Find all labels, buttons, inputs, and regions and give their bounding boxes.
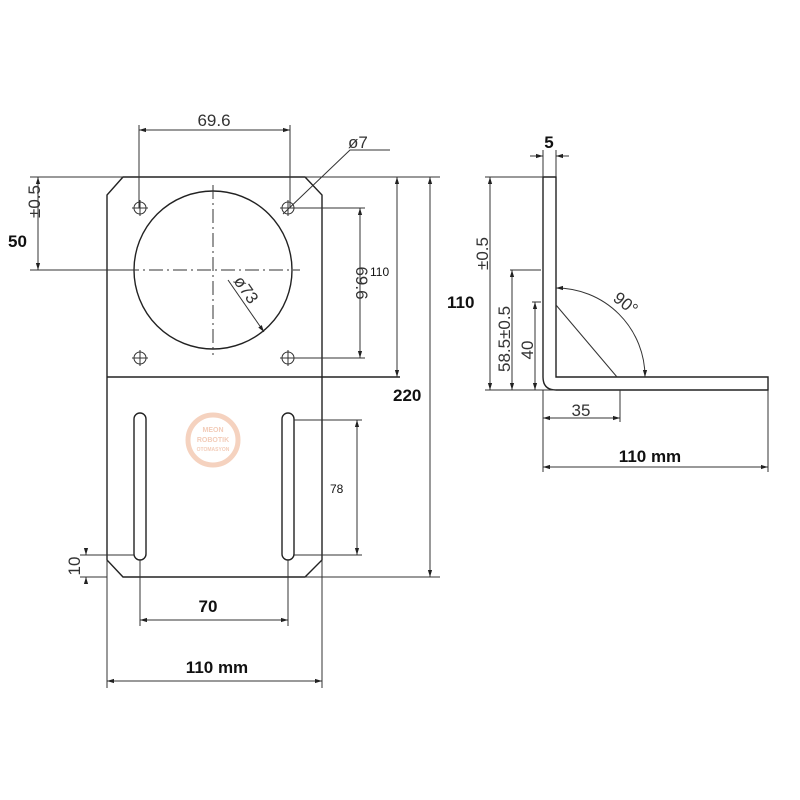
dim-label-angle: 90° [610, 288, 642, 319]
svg-text:OTOMASYON: OTOMASYON [197, 447, 230, 453]
dim-label-gusset-base: 35 [572, 401, 591, 420]
dim-label-hole-diameter: ø7 [348, 133, 368, 152]
watermark-logo: MEON ROBOTIK OTOMASYON [185, 412, 241, 468]
svg-text:ROBOTIK: ROBOTIK [197, 437, 229, 444]
dim-label-height: 110 [447, 293, 474, 312]
dim-label-height-tol: ±0.5 [473, 237, 492, 270]
dim-label-upper-height: 110 [370, 265, 389, 279]
dim-label-gusset-inner: 40 [518, 341, 537, 360]
front-view: ø73 MEON ROBOTIK OTOMASYON 69.6 ø7 50 ±0… [8, 111, 440, 688]
dim-label-base-length: 110 mm [619, 447, 681, 466]
dim-label-thickness: 5 [544, 133, 553, 152]
mounting-hole [132, 200, 148, 216]
side-view: 90° 5 110 ±0.5 58.5±0.5 40 35 110 mm [447, 133, 769, 472]
dim-label-bore-diameter: ø73 [230, 272, 262, 307]
dim-angle [555, 285, 648, 378]
mounting-hole [132, 350, 148, 366]
dim-label-gusset-height: 58.5±0.5 [495, 306, 514, 372]
slot-right [281, 412, 295, 561]
gusset-line [555, 304, 618, 378]
leader-hole-diameter [282, 149, 390, 215]
mounting-hole [280, 200, 296, 216]
svg-text:MEON: MEON [203, 427, 224, 434]
slot-left [133, 412, 147, 561]
dim-label-slot-spacing: 70 [199, 597, 218, 616]
dim-label-hole-spacing-h: 69.6 [197, 111, 230, 130]
dim-label-hole-spacing-v: 69.6 [352, 266, 371, 299]
dim-label-slot-length: 78 [330, 482, 344, 496]
dim-label-center-offset: 50 [8, 232, 27, 251]
mounting-holes [132, 200, 296, 366]
dim-label-slot-end-offset: 10 [65, 557, 84, 576]
dim-label-total-height: 220 [393, 386, 421, 405]
dim-label-center-offset-tol: ±0.5 [25, 185, 44, 218]
bracket-profile [542, 176, 769, 391]
leader-bore-diameter [227, 279, 265, 333]
dim-label-width: 110 mm [186, 658, 248, 677]
mounting-hole [280, 350, 296, 366]
